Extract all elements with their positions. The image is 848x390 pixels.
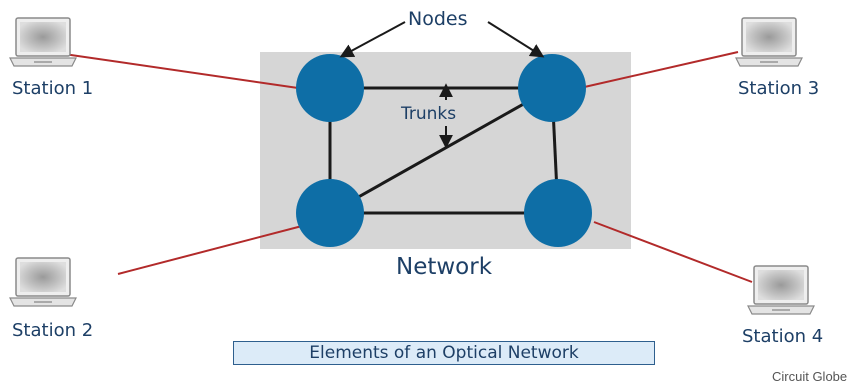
- station-4-label: Station 4: [742, 326, 824, 347]
- laptop-icon: [747, 265, 815, 315]
- nodes: [296, 54, 592, 247]
- link-station3: [579, 51, 739, 89]
- nodes-arrows: [339, 21, 545, 58]
- station-2-label: Station 2: [12, 320, 94, 341]
- node-bottom-left: [296, 179, 364, 247]
- link-station4: [593, 221, 753, 283]
- network-label: Network: [396, 254, 493, 280]
- trunks-label: Trunks: [401, 104, 457, 124]
- source-credit: Circuit Globe: [772, 369, 848, 384]
- nodes-arrow-left: [339, 21, 406, 58]
- node-top-right: [518, 54, 586, 122]
- laptop-icon: [735, 17, 803, 67]
- node-bottom-right: [524, 179, 592, 247]
- laptop-icon: [9, 17, 77, 67]
- trunk-diagonal: [329, 86, 553, 215]
- nodes-label: Nodes: [408, 8, 468, 30]
- nodes-arrow-right: [487, 21, 545, 58]
- diagram-caption: Elements of an Optical Network: [233, 341, 655, 365]
- station-links: [63, 51, 753, 283]
- link-station2: [117, 225, 303, 275]
- laptop-icon: [9, 257, 77, 307]
- node-top-left: [296, 54, 364, 122]
- station-1-label: Station 1: [12, 78, 94, 99]
- link-station1: [63, 53, 299, 89]
- station-3-label: Station 3: [738, 78, 820, 99]
